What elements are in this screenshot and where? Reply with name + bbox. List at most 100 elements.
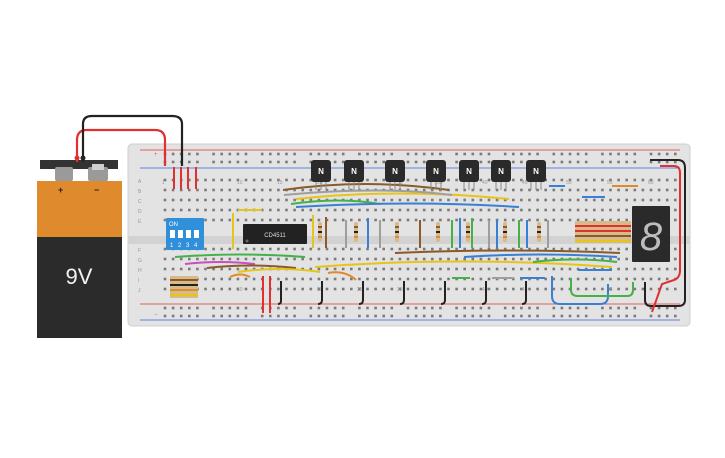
breadboard-hole[interactable]: [487, 306, 491, 310]
breadboard-hole[interactable]: [552, 188, 556, 192]
breadboard-hole[interactable]: [293, 208, 296, 212]
breadboard-hole[interactable]: [479, 218, 483, 222]
breadboard-hole[interactable]: [520, 287, 523, 291]
breadboard-hole[interactable]: [674, 267, 677, 271]
breadboard-hole[interactable]: [649, 267, 653, 271]
breadboard-hole[interactable]: [301, 277, 304, 281]
breadboard-hole[interactable]: [220, 178, 223, 182]
wire-green[interactable]: [532, 258, 618, 263]
breadboard-hole[interactable]: [414, 198, 418, 202]
breadboard-hole[interactable]: [204, 178, 207, 182]
breadboard-hole[interactable]: [196, 267, 199, 271]
breadboard-hole[interactable]: [406, 178, 410, 182]
breadboard-hole[interactable]: [479, 247, 483, 251]
breadboard-hole[interactable]: [503, 218, 507, 222]
breadboard-hole[interactable]: [528, 257, 531, 261]
breadboard-hole[interactable]: [593, 208, 596, 212]
breadboard-hole[interactable]: [220, 198, 223, 202]
breadboard-hole[interactable]: [269, 188, 272, 192]
breadboard-hole[interactable]: [463, 218, 466, 222]
breadboard-hole[interactable]: [269, 152, 272, 156]
breadboard-hole[interactable]: [536, 287, 539, 291]
breadboard-hole[interactable]: [487, 198, 491, 202]
breadboard-hole[interactable]: [163, 257, 167, 261]
wire-black[interactable]: [644, 282, 660, 307]
breadboard-hole[interactable]: [163, 247, 167, 251]
breadboard-hole[interactable]: [374, 247, 377, 251]
breadboard-hole[interactable]: [228, 160, 232, 164]
resistor[interactable]: [466, 222, 470, 242]
breadboard-hole[interactable]: [455, 208, 458, 212]
breadboard-hole[interactable]: [406, 314, 410, 318]
breadboard-hole[interactable]: [601, 277, 604, 281]
breadboard-hole[interactable]: [374, 152, 377, 156]
breadboard-hole[interactable]: [463, 287, 466, 291]
breadboard-hole[interactable]: [374, 287, 377, 291]
breadboard-hole[interactable]: [212, 208, 215, 212]
breadboard-hole[interactable]: [617, 247, 620, 251]
breadboard-hole[interactable]: [544, 267, 547, 271]
breadboard-hole[interactable]: [633, 267, 637, 271]
breadboard-hole[interactable]: [657, 277, 661, 281]
breadboard-hole[interactable]: [649, 277, 653, 281]
breadboard-hole[interactable]: [495, 267, 499, 271]
breadboard-hole[interactable]: [301, 188, 304, 192]
breadboard-hole[interactable]: [657, 198, 661, 202]
wire-brown[interactable]: [394, 249, 621, 254]
breadboard-hole[interactable]: [422, 287, 426, 291]
breadboard-hole[interactable]: [422, 257, 426, 261]
breadboard-hole[interactable]: [220, 160, 223, 164]
breadboard-hole[interactable]: [293, 247, 296, 251]
breadboard-hole[interactable]: [301, 247, 304, 251]
breadboard-hole[interactable]: [503, 247, 507, 251]
breadboard-hole[interactable]: [422, 188, 426, 192]
breadboard-hole[interactable]: [309, 218, 313, 222]
breadboard-hole[interactable]: [633, 287, 637, 291]
breadboard-hole[interactable]: [431, 314, 434, 318]
transistor[interactable]: N: [491, 160, 511, 190]
breadboard-hole[interactable]: [244, 247, 248, 251]
breadboard-hole[interactable]: [665, 306, 669, 310]
breadboard-hole[interactable]: [601, 198, 604, 202]
breadboard-hole[interactable]: [333, 306, 337, 310]
wire-black[interactable]: [440, 281, 446, 305]
breadboard-hole[interactable]: [228, 218, 232, 222]
breadboard-hole[interactable]: [584, 160, 588, 164]
breadboard-hole[interactable]: [625, 277, 628, 281]
breadboard-hole[interactable]: [455, 306, 458, 310]
breadboard-hole[interactable]: [657, 287, 661, 291]
breadboard-hole[interactable]: [552, 287, 556, 291]
breadboard-hole[interactable]: [309, 247, 313, 251]
breadboard-hole[interactable]: [479, 267, 483, 271]
breadboard-hole[interactable]: [657, 314, 661, 318]
breadboard-hole[interactable]: [422, 160, 426, 164]
breadboard-hole[interactable]: [252, 277, 256, 281]
breadboard-hole[interactable]: [293, 218, 296, 222]
breadboard-hole[interactable]: [649, 314, 653, 318]
breadboard-hole[interactable]: [512, 267, 515, 271]
breadboard-hole[interactable]: [617, 208, 620, 212]
breadboard-hole[interactable]: [293, 314, 296, 318]
breadboard-hole[interactable]: [536, 188, 539, 192]
breadboard-hole[interactable]: [414, 277, 418, 281]
breadboard-hole[interactable]: [228, 267, 232, 271]
breadboard-hole[interactable]: [633, 178, 637, 182]
breadboard-hole[interactable]: [552, 178, 556, 182]
breadboard-hole[interactable]: [544, 188, 547, 192]
breadboard-hole[interactable]: [341, 267, 345, 271]
breadboard-hole[interactable]: [487, 208, 491, 212]
breadboard-hole[interactable]: [544, 218, 547, 222]
breadboard-hole[interactable]: [528, 267, 531, 271]
breadboard-hole[interactable]: [414, 267, 418, 271]
breadboard-hole[interactable]: [479, 178, 483, 182]
breadboard-hole[interactable]: [212, 198, 215, 202]
breadboard-hole[interactable]: [609, 287, 612, 291]
breadboard-hole[interactable]: [503, 306, 507, 310]
breadboard-hole[interactable]: [236, 277, 240, 281]
breadboard-hole[interactable]: [366, 287, 369, 291]
breadboard-hole[interactable]: [439, 287, 442, 291]
breadboard-hole[interactable]: [528, 218, 531, 222]
breadboard-hole[interactable]: [212, 218, 215, 222]
breadboard-hole[interactable]: [269, 314, 272, 318]
